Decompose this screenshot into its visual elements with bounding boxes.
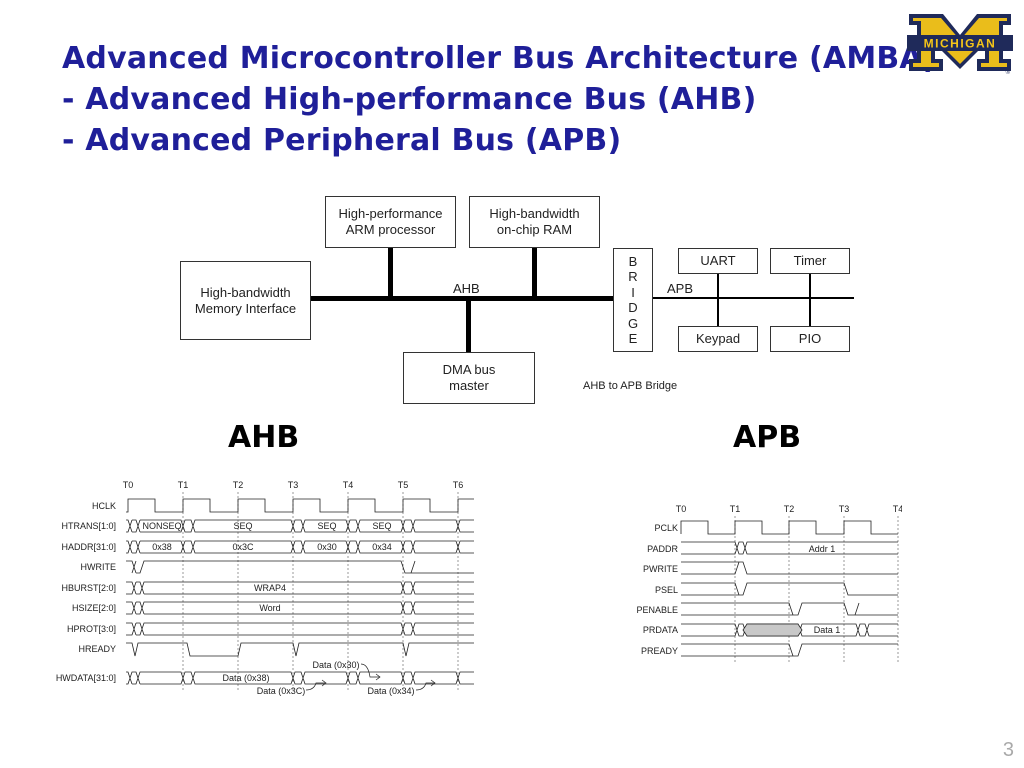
ahb-bus-line [310, 296, 614, 301]
ahb-signal-hwdata: HWDATA[31:0] [56, 673, 116, 683]
ahb-hprot-wave [126, 622, 474, 636]
apb-tick-t4: T4 [893, 504, 902, 514]
apb-signal-prdata: PRDATA [643, 625, 678, 635]
bridge-caption: AHB to APB Bridge [583, 380, 678, 392]
apb-pclk-wave [680, 520, 898, 535]
apb-signal-pwrite: PWRITE [643, 564, 678, 574]
ahb-htrans-value-3: SEQ [317, 521, 336, 531]
apb-tick-t1: T1 [730, 504, 741, 514]
uart-connector [717, 273, 719, 326]
memory-interface-block: High-bandwidth Memory Interface [180, 261, 311, 340]
apb-timing-diagram: T0 T1 T2 T3 T4 PCLK PADDR PWRITE PSEL PE… [636, 504, 902, 662]
ahb-haddr-value-1: 0x38 [152, 542, 172, 552]
ahb-tick-t5: T5 [398, 480, 409, 490]
pio-block: PIO [770, 326, 850, 352]
page-number: 3 [1002, 739, 1014, 761]
apb-penable-wave [681, 602, 898, 616]
bridge-block: B R I D G E [613, 248, 653, 352]
ahb-bus-label: AHB [453, 281, 480, 296]
apb-prdata-value: Data 1 [814, 625, 841, 635]
uart-block: UART [678, 248, 758, 274]
apb-section-label: APB [733, 420, 802, 455]
ahb-tick-t6: T6 [453, 480, 464, 490]
ahb-htrans-wave [126, 519, 474, 533]
keypad-block: Keypad [678, 326, 758, 352]
apb-paddr-wave [681, 541, 898, 555]
ahb-hwrite-wave [126, 560, 474, 574]
ahb-signal-hready: HREADY [78, 644, 116, 654]
ahb-signal-haddr: HADDR[31:0] [61, 542, 116, 552]
ahb-hwdata-value-4: Data (0x34) [367, 686, 414, 696]
logo-text: MICHIGAN [924, 37, 997, 51]
apb-tick-t0: T0 [676, 504, 687, 514]
ahb-hsize-value: Word [259, 603, 280, 613]
svg-text:®: ® [1006, 69, 1011, 75]
ahb-signal-htrans: HTRANS[1:0] [61, 521, 116, 531]
apb-psel-wave [681, 582, 898, 596]
ahb-tick-t0: T0 [123, 480, 134, 490]
ahb-haddr-value-3: 0x30 [317, 542, 337, 552]
ahb-timing-diagram: T0 T1 T2 T3 T4 T5 T6 HCLK HTRANS[1:0] HA… [56, 480, 474, 696]
ahb-signal-hwrite: HWRITE [81, 562, 117, 572]
dma-connector [466, 301, 471, 352]
ahb-hwdata-value-1: Data (0x38) [222, 673, 269, 683]
ahb-hclk-wave [126, 498, 474, 513]
ahb-hburst-value: WRAP4 [254, 583, 286, 593]
apb-tick-t2: T2 [784, 504, 795, 514]
ahb-hsize-wave [126, 601, 474, 615]
ahb-hwdata-value-3: Data (0x30) [312, 660, 359, 670]
title-line-2: - Advanced High-performance Bus (AHB) [62, 82, 757, 117]
apb-prdata-invalid-shade [742, 623, 803, 637]
ram-connector [532, 248, 537, 296]
ahb-data-arrows [305, 663, 436, 691]
apb-signal-psel: PSEL [655, 585, 678, 595]
ahb-signal-hsize: HSIZE[2:0] [72, 603, 116, 613]
ahb-htrans-value-1: NONSEQ [142, 521, 181, 531]
ahb-tick-t1: T1 [178, 480, 189, 490]
slide-title: Advanced Microcontroller Bus Architectur… [62, 38, 937, 161]
dma-bus-master-block: DMA bus master [403, 352, 535, 404]
ahb-haddr-value-2: 0x3C [232, 542, 254, 552]
ahb-haddr-wave [126, 540, 474, 554]
ahb-signal-hprot: HPROT[3:0] [67, 624, 116, 634]
ahb-hwdata-value-2: Data (0x3C) [257, 686, 306, 696]
apb-bus-line [652, 297, 854, 299]
apb-paddr-value: Addr 1 [809, 544, 836, 554]
ahb-htrans-value-2: SEQ [233, 521, 252, 531]
apb-signal-pclk: PCLK [654, 523, 678, 533]
apb-bus-label: APB [667, 281, 694, 296]
ahb-signal-hburst: HBURST[2:0] [61, 583, 116, 593]
michigan-logo: MICHIGAN ® [907, 14, 1013, 75]
ahb-hready-wave [126, 642, 474, 657]
ahb-haddr-value-4: 0x34 [372, 542, 392, 552]
title-line-1: Advanced Microcontroller Bus Architectur… [62, 41, 937, 76]
onchip-ram-block: High-bandwidth on-chip RAM [469, 196, 600, 248]
apb-signal-pready: PREADY [641, 646, 678, 656]
ahb-hburst-wave [126, 581, 474, 595]
cpu-connector [388, 248, 393, 296]
timer-connector [809, 273, 811, 326]
ahb-hwdata-wave [126, 671, 474, 685]
apb-signal-penable: PENABLE [636, 605, 678, 615]
apb-signal-paddr: PADDR [647, 544, 678, 554]
ahb-tick-t2: T2 [233, 480, 244, 490]
ahb-htrans-value-4: SEQ [372, 521, 391, 531]
ahb-tick-t3: T3 [288, 480, 299, 490]
ahb-tick-t4: T4 [343, 480, 354, 490]
apb-pready-wave [681, 643, 898, 657]
timer-block: Timer [770, 248, 850, 274]
arm-processor-block: High-performance ARM processor [325, 196, 456, 248]
apb-pwrite-wave [681, 561, 898, 575]
ahb-signal-hclk: HCLK [92, 501, 116, 511]
apb-tick-t3: T3 [839, 504, 850, 514]
title-line-3: - Advanced Peripheral Bus (APB) [62, 123, 622, 158]
ahb-section-label: AHB [228, 420, 300, 455]
